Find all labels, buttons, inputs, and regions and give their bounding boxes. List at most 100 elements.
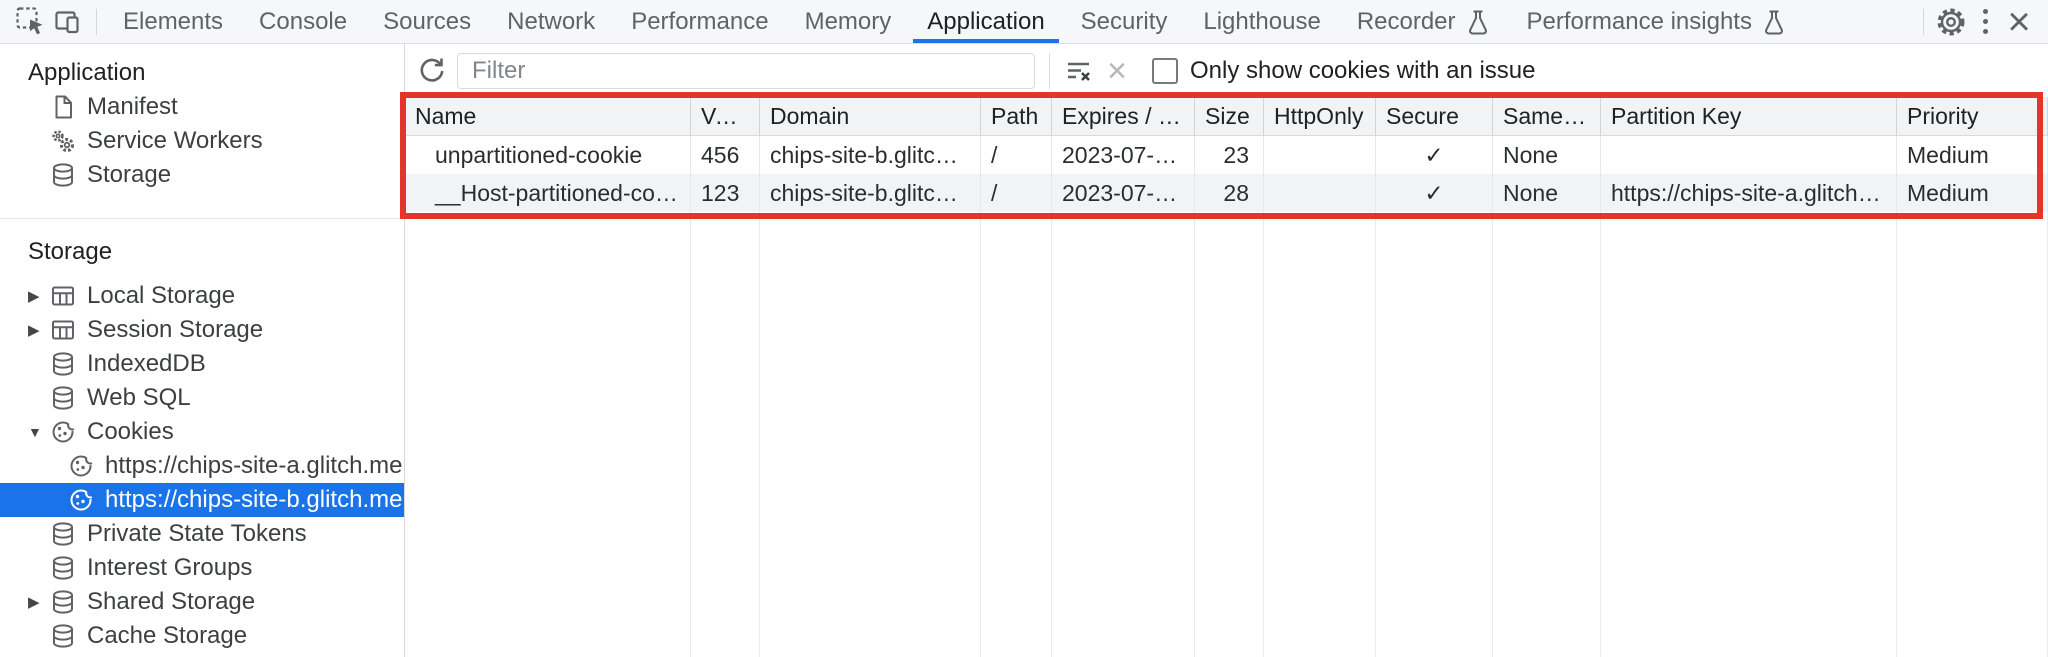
column-header-partition-key[interactable]: Partition Key — [1601, 98, 1897, 135]
tab-memory[interactable]: Memory — [787, 0, 910, 43]
cell-path[interactable]: / — [981, 174, 1052, 212]
sidebar-item-cache-storage[interactable]: Cache Storage — [0, 619, 404, 653]
issue-filter-checkbox-label[interactable]: Only show cookies with an issue — [1190, 56, 1536, 84]
sidebar-section-storage: Storage ▶ Local Storage ▶ — [0, 219, 404, 653]
empty-column — [981, 212, 1052, 657]
service-workers-gears-icon — [50, 128, 76, 154]
column-header-secure[interactable]: Secure — [1376, 98, 1493, 135]
column-header-size[interactable]: Size — [1195, 98, 1264, 135]
tabbar-separator — [96, 8, 97, 35]
column-header-samesite[interactable]: SameSite — [1493, 98, 1601, 135]
cell-samesite[interactable]: None — [1493, 174, 1601, 212]
experiment-flask-icon — [1761, 9, 1787, 35]
chevron-right-icon[interactable]: ▶ — [28, 594, 40, 611]
cell-expires-m[interactable]: 2023-07-07… — [1052, 136, 1195, 174]
device-toolbar-icon[interactable] — [50, 3, 88, 41]
sidebar-item-storage[interactable]: Storage — [0, 158, 404, 192]
column-header-expires-m[interactable]: Expires / M… — [1052, 98, 1195, 135]
column-header-value[interactable]: Value — [691, 98, 760, 135]
inspect-element-icon[interactable] — [12, 3, 50, 41]
issue-filter-checkbox[interactable] — [1152, 57, 1178, 84]
cell-size[interactable]: 28 — [1195, 174, 1264, 212]
close-devtools-icon[interactable]: × — [2007, 0, 2031, 44]
column-header-priority[interactable]: Priority — [1897, 98, 2048, 135]
empty-column — [1493, 212, 1601, 657]
cell-path[interactable]: / — [981, 136, 1052, 174]
column-header-path[interactable]: Path — [981, 98, 1052, 135]
database-icon — [50, 589, 76, 615]
settings-gear-icon[interactable] — [1932, 3, 1970, 41]
empty-column — [1601, 212, 1897, 657]
tab-recorder[interactable]: Recorder — [1339, 0, 1509, 43]
cell-size[interactable]: 23 — [1195, 136, 1264, 174]
tab-performance-insights[interactable]: Performance insights — [1509, 0, 1805, 43]
cell-samesite[interactable]: None — [1493, 136, 1601, 174]
chevron-right-icon[interactable]: ▶ — [28, 322, 40, 339]
cell-value[interactable]: 123 — [691, 174, 760, 212]
devtools-tabbar: Elements Console Sources Network Perform… — [0, 0, 2048, 44]
column-header-httponly[interactable]: HttpOnly — [1264, 98, 1376, 135]
cell-value[interactable]: 456 — [691, 136, 760, 174]
tab-console[interactable]: Console — [241, 0, 365, 43]
cell-domain[interactable]: chips-site-b.glitch.me — [760, 174, 981, 212]
sidebar-item-service-workers[interactable]: Service Workers — [0, 124, 404, 158]
empty-table-grid — [405, 212, 2048, 657]
sidebar-item-private-state-tokens[interactable]: Private State Tokens — [0, 517, 404, 551]
refresh-icon[interactable] — [413, 52, 451, 90]
more-options-icon[interactable] — [1970, 9, 2000, 34]
cell-partition-key[interactable]: https://chips-site-a.glitch.me — [1601, 174, 1897, 212]
chevron-right-icon[interactable]: ▶ — [28, 288, 40, 305]
cell-httponly[interactable] — [1264, 136, 1376, 174]
sidebar-item-cookies-chips-site-b[interactable]: https://chips-site-b.glitch.me — [0, 483, 404, 517]
sidebar-item-cookies[interactable]: ▼ Cookies — [0, 415, 404, 449]
cell-priority[interactable]: Medium — [1897, 136, 2048, 174]
sidebar-item-label: Interest Groups — [87, 554, 253, 581]
cell-name[interactable]: unpartitioned-cookie — [405, 136, 691, 174]
sidebar-item-local-storage[interactable]: ▶ Local Storage — [0, 279, 404, 313]
delete-cookie-icon[interactable]: × — [1107, 51, 1127, 90]
sidebar-item-cookies-chips-site-a[interactable]: https://chips-site-a.glitch.me — [0, 449, 404, 483]
table-icon — [50, 317, 76, 343]
sidebar-item-shared-storage[interactable]: ▶ Shared Storage — [0, 585, 404, 619]
cell-secure[interactable]: ✓ — [1376, 174, 1493, 212]
empty-column — [1195, 212, 1264, 657]
cell-partition-key[interactable] — [1601, 136, 1897, 174]
tab-sources[interactable]: Sources — [365, 0, 489, 43]
cell-name[interactable]: __Host-partitioned-cookie — [405, 174, 691, 212]
sidebar-item-interest-groups[interactable]: Interest Groups — [0, 551, 404, 585]
cell-secure[interactable]: ✓ — [1376, 136, 1493, 174]
column-header-domain[interactable]: Domain — [760, 98, 981, 135]
database-icon — [50, 521, 76, 547]
tab-elements[interactable]: Elements — [105, 0, 241, 43]
tab-label: Security — [1080, 7, 1168, 35]
tab-network[interactable]: Network — [489, 0, 613, 43]
sidebar-item-manifest[interactable]: Manifest — [0, 90, 404, 124]
tab-lighthouse[interactable]: Lighthouse — [1185, 0, 1338, 43]
cell-expires-m[interactable]: 2023-07-07… — [1052, 174, 1195, 212]
sidebar-item-indexeddb[interactable]: IndexedDB — [0, 347, 404, 381]
sidebar-item-web-sql[interactable]: Web SQL — [0, 381, 404, 415]
tab-application[interactable]: Application — [909, 0, 1062, 43]
cell-priority[interactable]: Medium — [1897, 174, 2048, 212]
toolbar-separator — [1049, 52, 1050, 89]
chevron-down-icon[interactable]: ▼ — [28, 424, 42, 440]
clear-filter-icon[interactable] — [1060, 52, 1098, 90]
application-sidebar: Application Manifest — [0, 44, 405, 657]
filter-input[interactable] — [457, 52, 1035, 89]
column-header-name[interactable]: Name — [405, 98, 691, 135]
sidebar-item-label: Storage — [87, 161, 172, 188]
cell-httponly[interactable] — [1264, 174, 1376, 212]
tab-label: Application — [927, 7, 1045, 35]
tab-label: Recorder — [1356, 7, 1456, 35]
empty-column — [1264, 212, 1376, 657]
tab-performance[interactable]: Performance — [613, 0, 786, 43]
experiment-flask-icon — [1465, 9, 1491, 35]
empty-column — [760, 212, 981, 657]
database-icon — [50, 351, 76, 377]
cell-domain[interactable]: chips-site-b.glitch.me — [760, 136, 981, 174]
sidebar-item-session-storage[interactable]: ▶ Session Storage — [0, 313, 404, 347]
tab-security[interactable]: Security — [1063, 0, 1186, 43]
